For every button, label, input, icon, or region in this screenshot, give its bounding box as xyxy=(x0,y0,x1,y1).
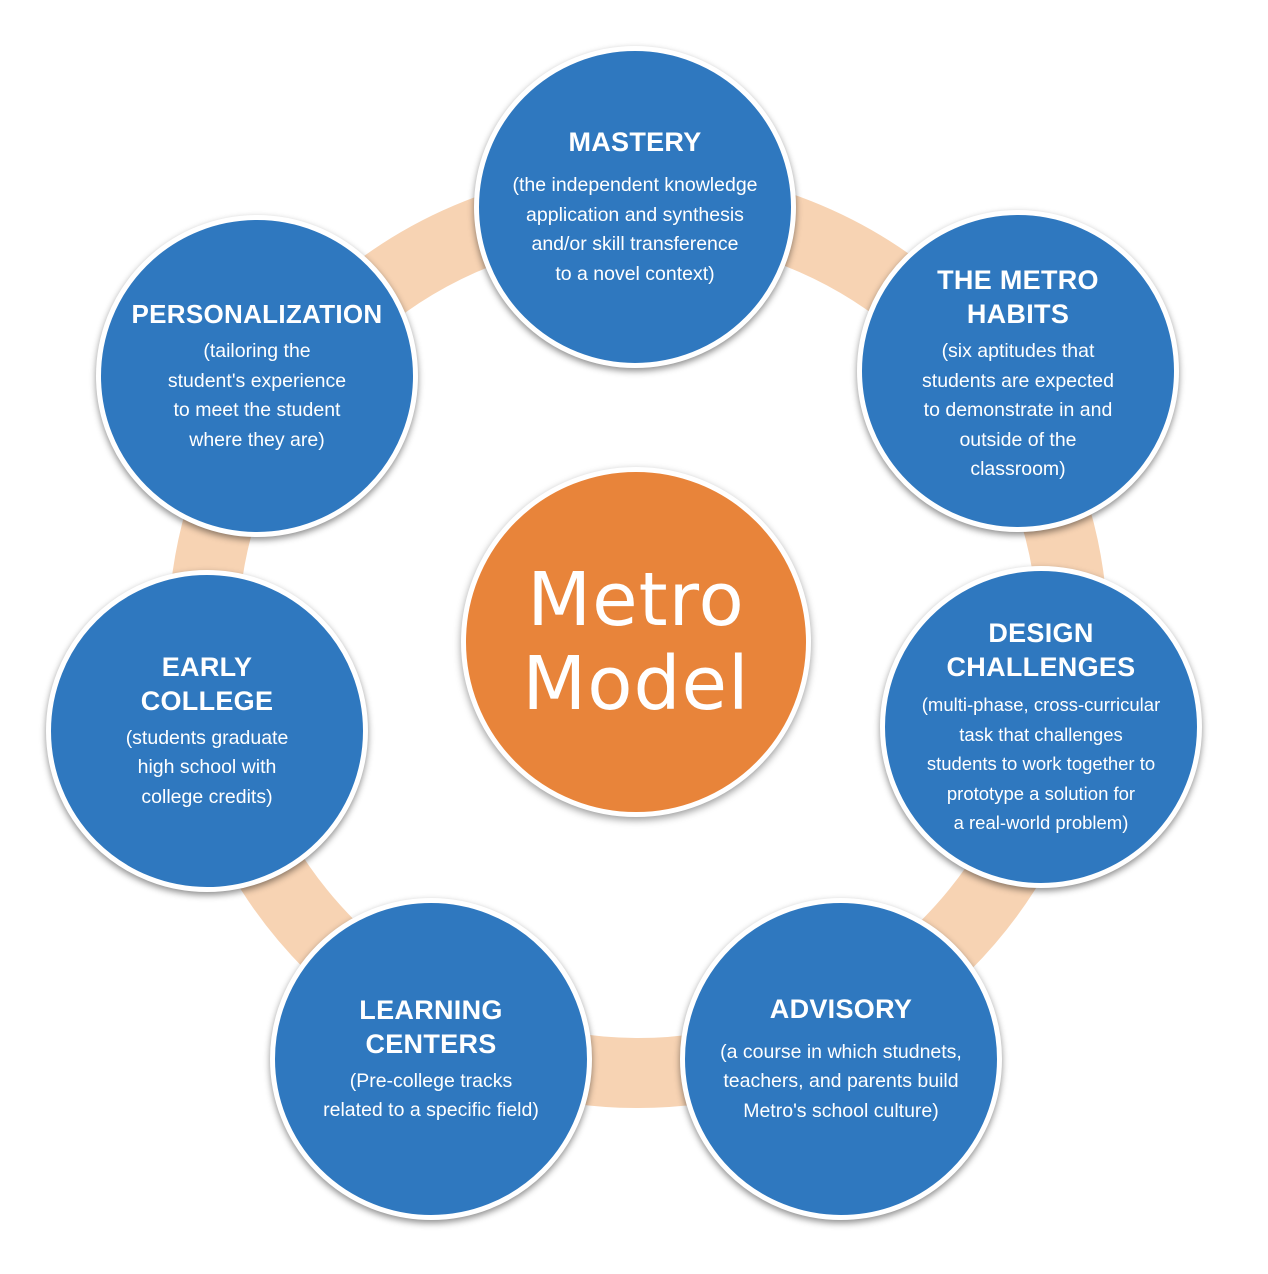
node-title: MASTERY xyxy=(568,127,702,157)
node-title: PERSONALIZATION xyxy=(131,299,383,329)
node-learning-centers: LEARNING CENTERS (Pre-college tracks rel… xyxy=(270,898,592,1220)
node-title: DESIGN CHALLENGES xyxy=(946,618,1136,683)
center-circle: Metro Model xyxy=(461,467,811,817)
node-description: (the independent knowledge application a… xyxy=(512,174,758,285)
node-title: EARLY COLLEGE xyxy=(140,651,274,716)
node-advisory: ADVISORY (a course in which studnets, te… xyxy=(680,898,1002,1220)
node-description: (students graduate high school with coll… xyxy=(125,726,289,808)
node-title: THE METRO HABITS xyxy=(937,265,1099,330)
node-description: (Pre-college tracks related to a specifi… xyxy=(323,1069,539,1122)
node-design-challenges: DESIGN CHALLENGES (multi-phase, cross-cu… xyxy=(880,566,1202,888)
node-metro-habits: THE METRO HABITS (six aptitudes that stu… xyxy=(857,210,1179,532)
node-mastery: MASTERY (the independent knowledge appli… xyxy=(474,46,796,368)
node-description: (six aptitudes that students are expecte… xyxy=(922,340,1114,481)
node-title: ADVISORY xyxy=(769,993,913,1024)
node-description: (a course in which studnets, teachers, a… xyxy=(720,1040,962,1122)
node-title: LEARNING CENTERS xyxy=(359,994,503,1059)
node-description: (tailoring the student's experience to m… xyxy=(167,340,347,451)
center-title: Metro Model xyxy=(522,557,750,727)
node-description: (multi-phase, cross-curricular task that… xyxy=(921,694,1161,834)
node-personalization: PERSONALIZATION (tailoring the student's… xyxy=(96,215,418,537)
node-early-college: EARLY COLLEGE (students graduate high sc… xyxy=(46,570,368,892)
